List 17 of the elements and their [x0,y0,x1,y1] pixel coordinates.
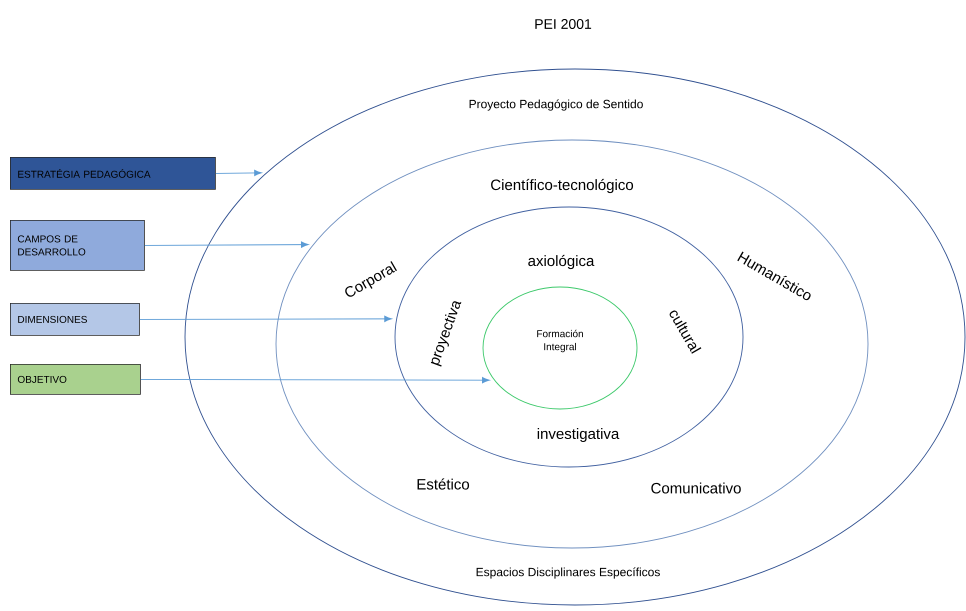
label-box: ESTRATÉGIA PEDAGÓGICA [10,157,216,190]
arrow [144,241,309,248]
label-box: OBJETIVO [10,364,141,395]
arrow [140,377,490,384]
title: PEI 2001 [535,19,592,29]
arrow [215,170,262,176]
ring-label: Formación Integral [537,330,583,352]
ring-label: Proyecto Pedagógico de Sentido [470,99,643,111]
ring-label: axiológica [528,254,594,270]
label-box: DIMENSIONES [10,303,140,336]
arrow [139,316,392,322]
ring-label: Espacios Disciplinares Específicos [476,567,660,579]
label-box: CAMPOS DE DESARROLLO [10,220,145,271]
ring-label: Científico-tecnológico [491,178,634,194]
ring-label: investigativa [538,428,620,442]
ring-label: Estético [418,478,470,490]
ring-label: Comunicativo [651,482,741,494]
